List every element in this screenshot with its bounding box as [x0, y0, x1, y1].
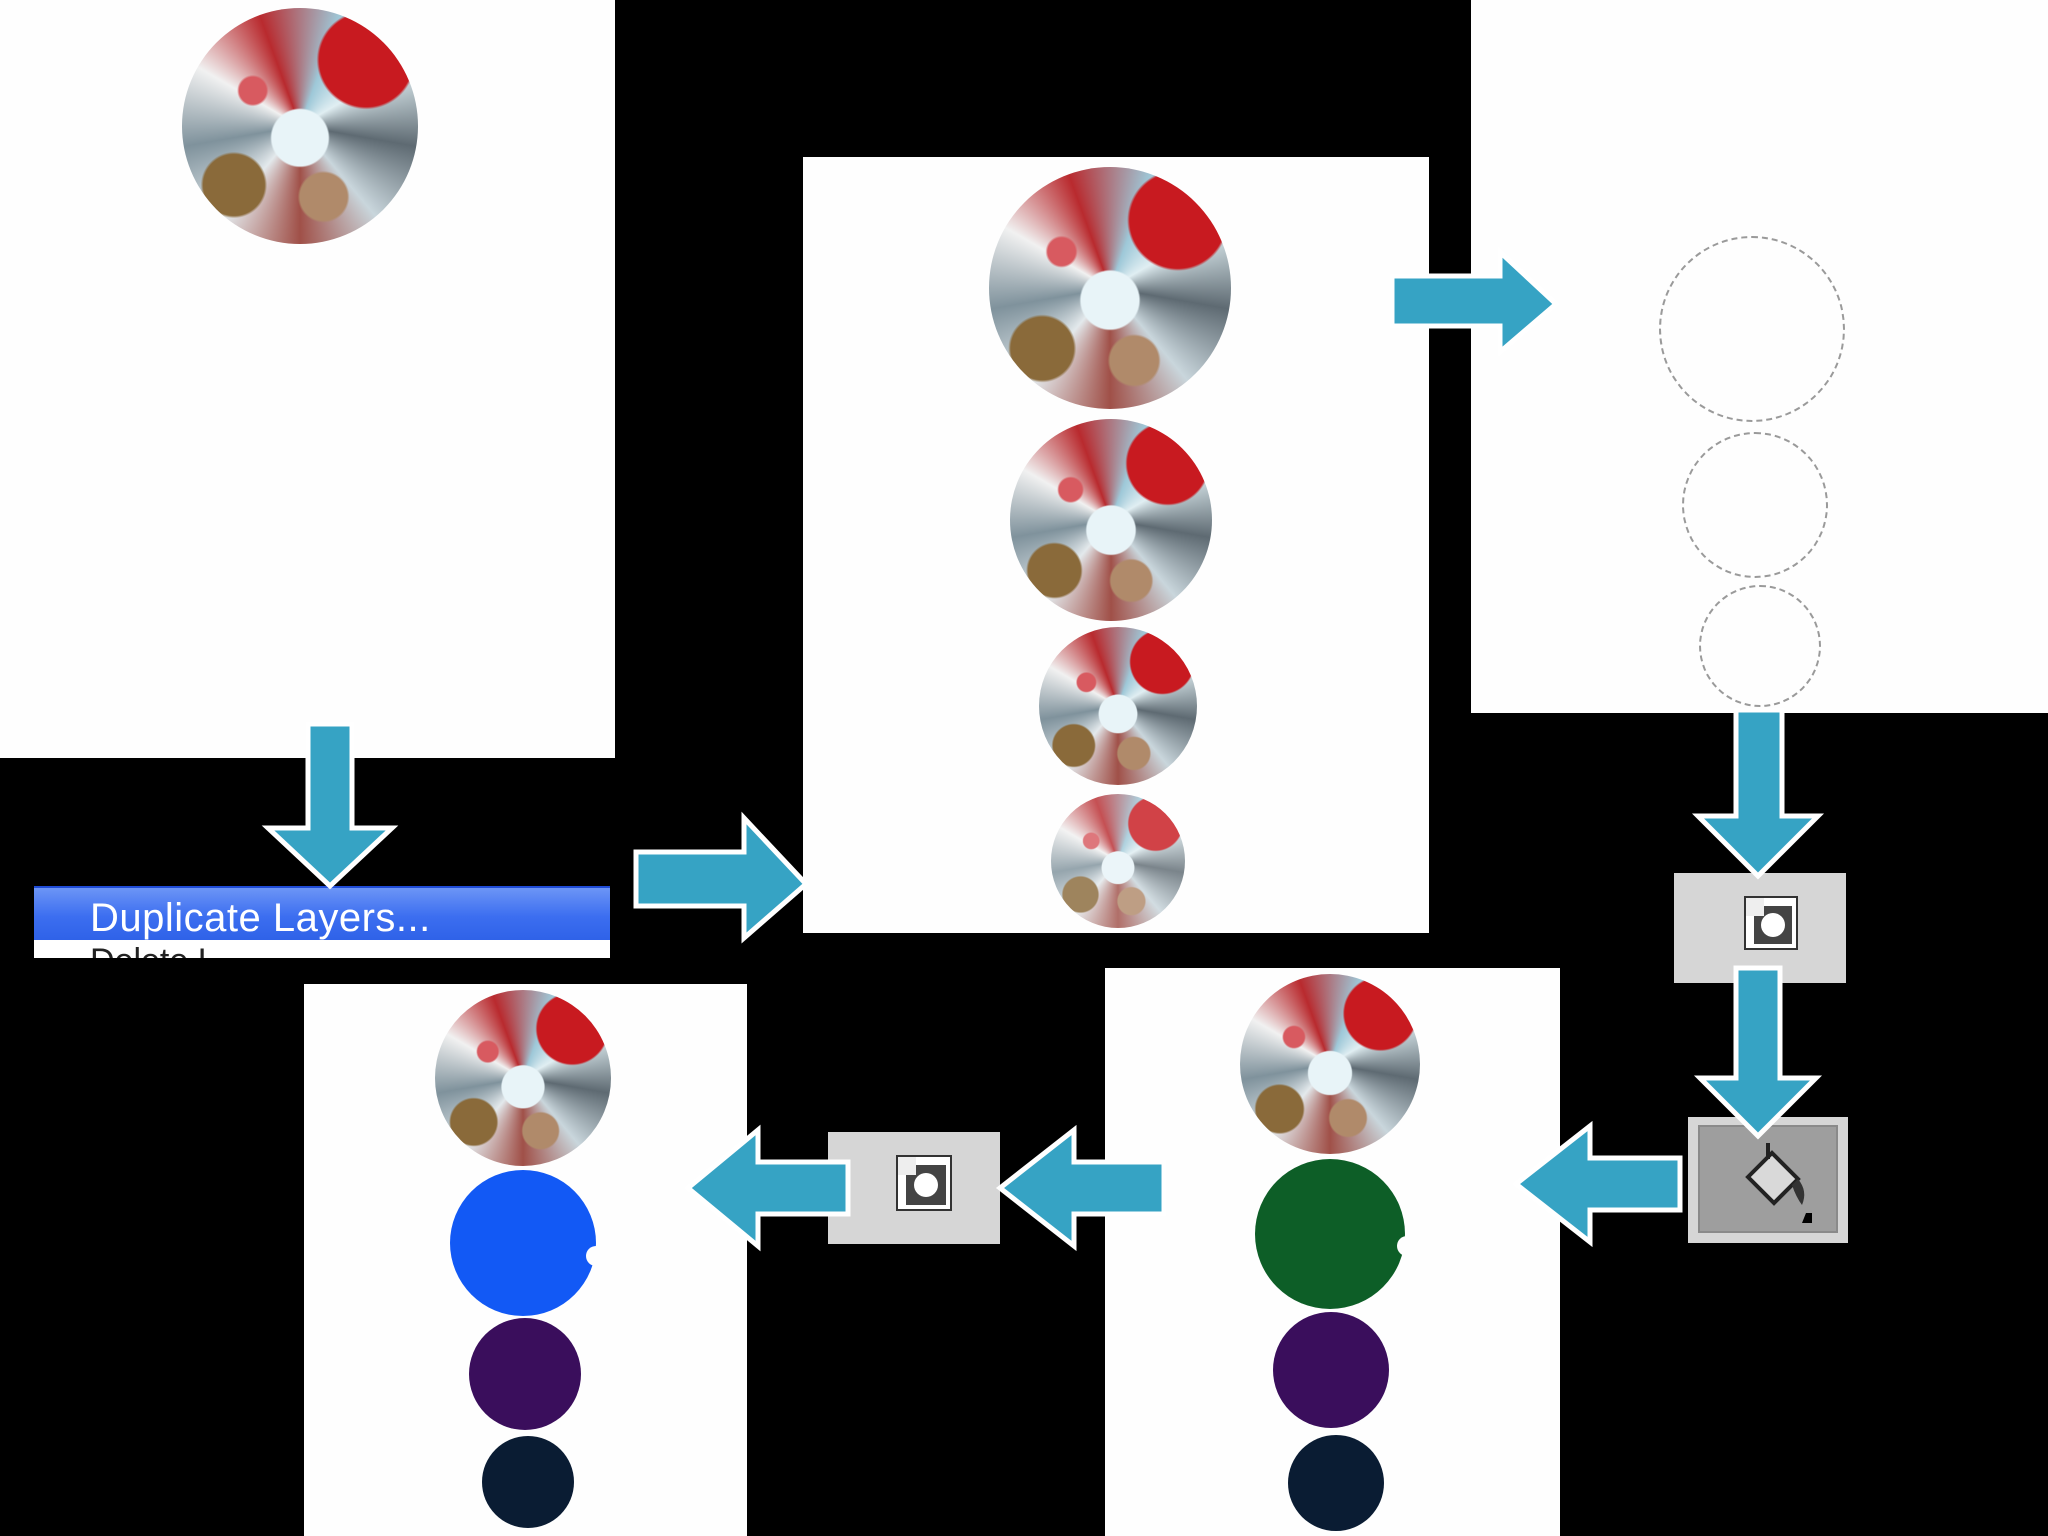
fill-gap: [586, 1246, 606, 1266]
arrow-right-1: [633, 811, 810, 944]
photo-circle-1: [989, 167, 1231, 409]
step3-selection-canvas: [1471, 0, 2048, 713]
step1-canvas: [0, 0, 615, 758]
delete-layer-menu-item-partial[interactable]: Delete L: [90, 942, 217, 958]
selection-outline-3: [1699, 585, 1821, 707]
quick-mask-icon: [896, 1155, 952, 1211]
green-filled-circle: [1255, 1159, 1405, 1309]
step5-final-canvas: [304, 984, 747, 1536]
step4-filled-canvas: [1105, 968, 1560, 1536]
selection-outline-1: [1659, 236, 1845, 422]
photo-circle-2: [1010, 419, 1212, 621]
paint-bucket-tool-button[interactable]: [1688, 1117, 1848, 1243]
navy-filled-circle: [482, 1436, 574, 1528]
blue-filled-circle: [450, 1170, 596, 1316]
arrow-left-3: [684, 1124, 851, 1252]
selection-outline-2: [1682, 432, 1828, 578]
arrow-left-1: [1511, 1120, 1683, 1248]
photo-circle: [182, 8, 418, 244]
duplicate-layers-menu-item[interactable]: Duplicate Layers...: [34, 886, 610, 940]
photo-circle: [1240, 974, 1420, 1154]
arrow-left-2: [995, 1124, 1167, 1252]
quick-mask-tool-button-2[interactable]: [828, 1132, 1000, 1244]
quick-mask-icon: [1744, 896, 1798, 950]
arrow-right-2: [1389, 246, 1560, 358]
photo-circle: [435, 990, 611, 1166]
navy-filled-circle: [1288, 1435, 1384, 1531]
step2-canvas: [803, 157, 1429, 933]
photo-circle-4: [1051, 794, 1185, 928]
purple-filled-circle: [469, 1318, 581, 1430]
quick-mask-tool-button[interactable]: [1674, 873, 1846, 983]
arrow-down-3: [1693, 965, 1823, 1140]
photo-circle-3: [1039, 627, 1197, 785]
layers-context-menu: Duplicate Layers... Delete L: [34, 886, 610, 958]
paint-bucket-icon: [1728, 1139, 1812, 1223]
arrow-down-2: [1691, 707, 1825, 880]
arrow-down-1: [261, 721, 399, 890]
fill-gap: [1397, 1236, 1417, 1256]
purple-filled-circle: [1273, 1312, 1389, 1428]
menu-item-label: Duplicate Layers...: [90, 896, 431, 940]
